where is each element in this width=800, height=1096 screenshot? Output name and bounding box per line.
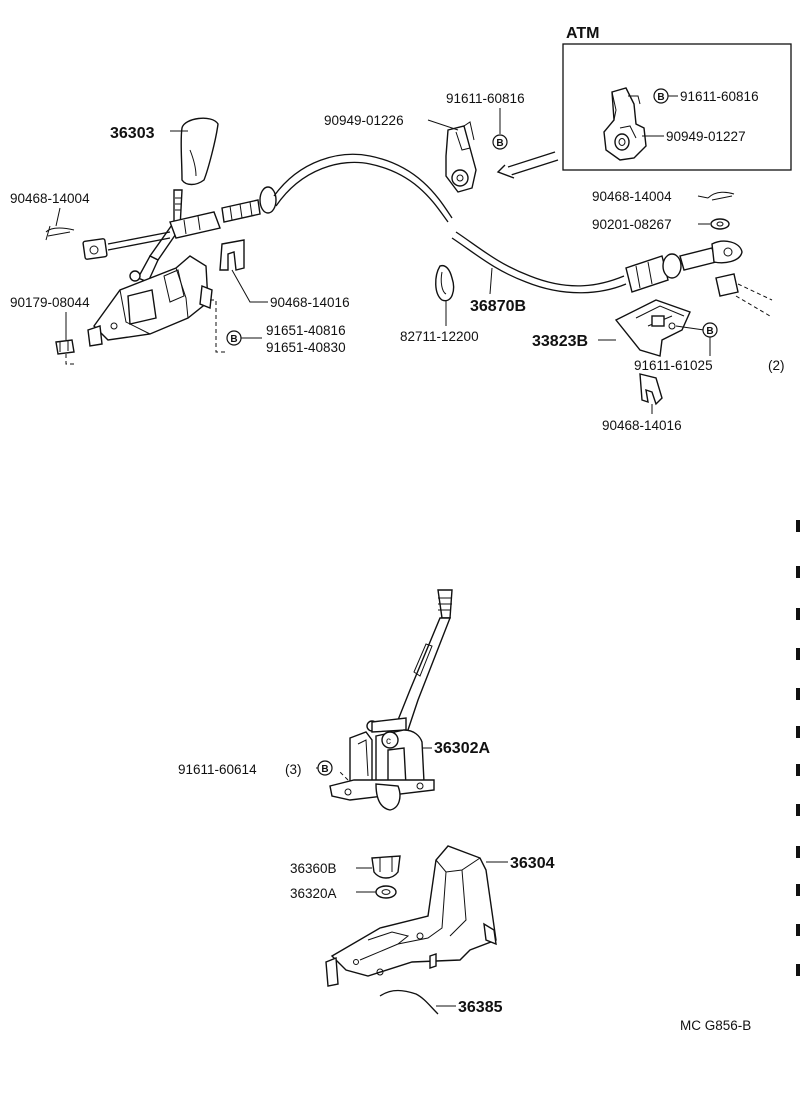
label-36302a: 36302A [434, 740, 490, 757]
label-90949-01226: 90949-01226 [324, 113, 404, 128]
label-91651-40816: 91651-40816 [266, 323, 346, 338]
label-36320a: 36320A [290, 886, 337, 901]
label-90468-14004-left: 90468-14004 [10, 191, 90, 206]
label-82711-12200: 82711-12200 [400, 329, 479, 344]
label-36360b: 36360B [290, 861, 337, 876]
label-91651-40830: 91651-40830 [266, 340, 346, 355]
svg-text:c: c [386, 736, 391, 747]
label-91611-60816-atm: 91611-60816 [680, 89, 759, 104]
label-91611-60614-qty: (3) [285, 762, 302, 777]
cable-bracket-90949-01226 [445, 121, 477, 193]
bushing-36360b [371, 855, 401, 879]
shift-housing-36304 [325, 845, 497, 987]
label-36303: 36303 [110, 125, 155, 142]
atm-inset-title: ATM [566, 25, 599, 42]
label-90201-08267: 90201-08267 [592, 217, 672, 232]
label-91611-60614: 91611-60614 [178, 762, 257, 777]
washer-36320a [375, 885, 397, 899]
atm-inset-frame [562, 43, 792, 171]
cable-bracket-33823b [614, 299, 691, 357]
atm-cable-bracket [603, 87, 647, 161]
wire-36385 [379, 989, 439, 1015]
clip-pin-right [707, 191, 735, 201]
svg-text:B: B [230, 334, 237, 345]
label-91611-61025: 91611-61025 [634, 358, 713, 373]
label-90179-08044: 90179-08044 [10, 295, 90, 310]
clip-90468-14016-mid [219, 239, 245, 271]
label-36385: 36385 [458, 999, 503, 1016]
label-36870b: 36870B [470, 298, 526, 315]
transmission-lever-end [715, 273, 773, 317]
nut-90179 [55, 339, 76, 365]
label-90468-14016-lower: 90468-14016 [602, 418, 682, 433]
label-90468-14004-right: 90468-14004 [592, 189, 672, 204]
figure-code: MC G856-B [680, 1018, 751, 1033]
atm-inset: ATM B 91611-60816 90949-01227 [562, 25, 792, 171]
b-marker [492, 134, 508, 150]
svg-text:B: B [321, 764, 328, 775]
clip-pin-left [45, 225, 75, 241]
label-91611-61025-qty: (2) [768, 358, 785, 373]
label-90468-14016-mid: 90468-14016 [270, 295, 350, 310]
svg-text:B: B [657, 92, 664, 103]
inset-arrow [496, 151, 559, 179]
shift-knob [180, 117, 219, 186]
label-36304: 36304 [510, 855, 555, 872]
shift-lever-housing: c [329, 729, 435, 811]
scan-edge-marks [796, 520, 800, 976]
label-33823b: 33823B [532, 333, 588, 350]
shift-cable [82, 153, 743, 294]
cable-clamp [435, 264, 455, 302]
shift-lever-36302a [366, 589, 453, 737]
svg-text:B: B [496, 138, 503, 149]
clip-90468-14016-lower [639, 373, 663, 406]
label-91611-60816-top: 91611-60816 [446, 91, 525, 106]
label-90949-01227: 90949-01227 [666, 129, 746, 144]
shift-bracket-upper [87, 255, 213, 347]
svg-text:B: B [706, 326, 713, 337]
washer-90201 [710, 218, 730, 230]
b-marker [317, 760, 333, 776]
